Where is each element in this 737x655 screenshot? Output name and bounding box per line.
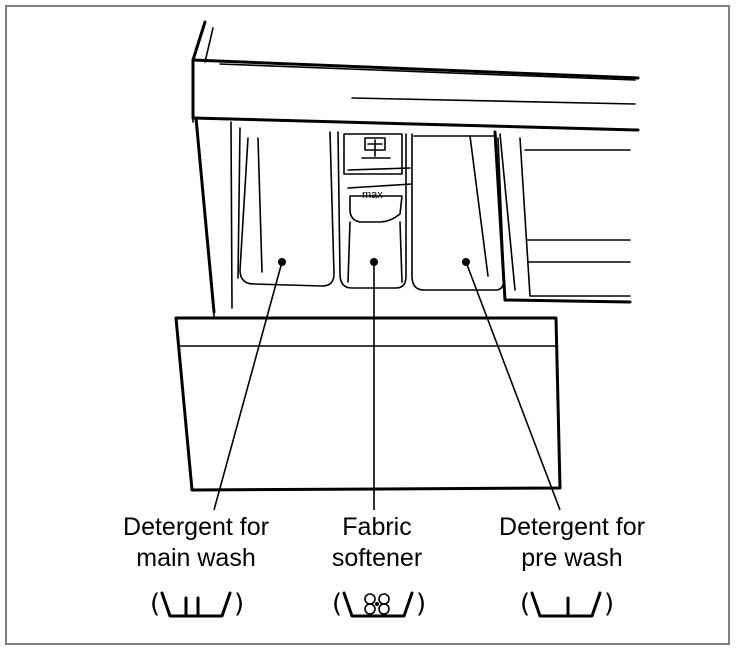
main-wash-label-line2: main wash <box>136 544 256 572</box>
fabric-softener-label-line2: softener <box>332 544 422 572</box>
compartment-main-wash <box>239 131 335 287</box>
pre-wash-label-line1: Detergent for <box>499 513 645 541</box>
main-wash-leader-line <box>213 261 283 511</box>
drawer-housing <box>194 116 632 314</box>
pre-wash-symbol-icon: ( ) <box>520 589 614 619</box>
main-wash-label-line1: Detergent for <box>123 513 269 541</box>
fabric-softener-label-line1: Fabric <box>342 513 411 541</box>
leader-lines <box>213 258 561 511</box>
fabric-softener-symbol-open-paren: ( <box>332 589 342 619</box>
flower-icon <box>364 593 390 615</box>
pre-wash-leader-line <box>465 261 561 511</box>
pre-wash-symbol-close-paren: ) <box>604 589 614 619</box>
pre-wash-label-line2: pre wash <box>521 544 622 572</box>
max-marker: max <box>362 189 383 201</box>
machine-top <box>191 20 640 132</box>
label-pre-wash: Detergent for pre wash <box>499 513 645 572</box>
label-main-wash: Detergent for main wash <box>123 513 269 572</box>
fabric-softener-symbol-close-paren: ) <box>416 589 426 619</box>
main-wash-symbol-close-paren: ) <box>234 589 244 619</box>
main-wash-symbol-open-paren: ( <box>150 589 160 619</box>
drawer-front <box>174 311 562 492</box>
compartment-pre-wash <box>411 133 505 291</box>
main-wash-symbol-icon: ( ) <box>150 589 244 619</box>
fabric-softener-symbol-icon: ( ) <box>332 589 426 619</box>
pre-wash-symbol-open-paren: ( <box>520 589 530 619</box>
label-fabric-softener: Fabric softener <box>332 513 422 572</box>
